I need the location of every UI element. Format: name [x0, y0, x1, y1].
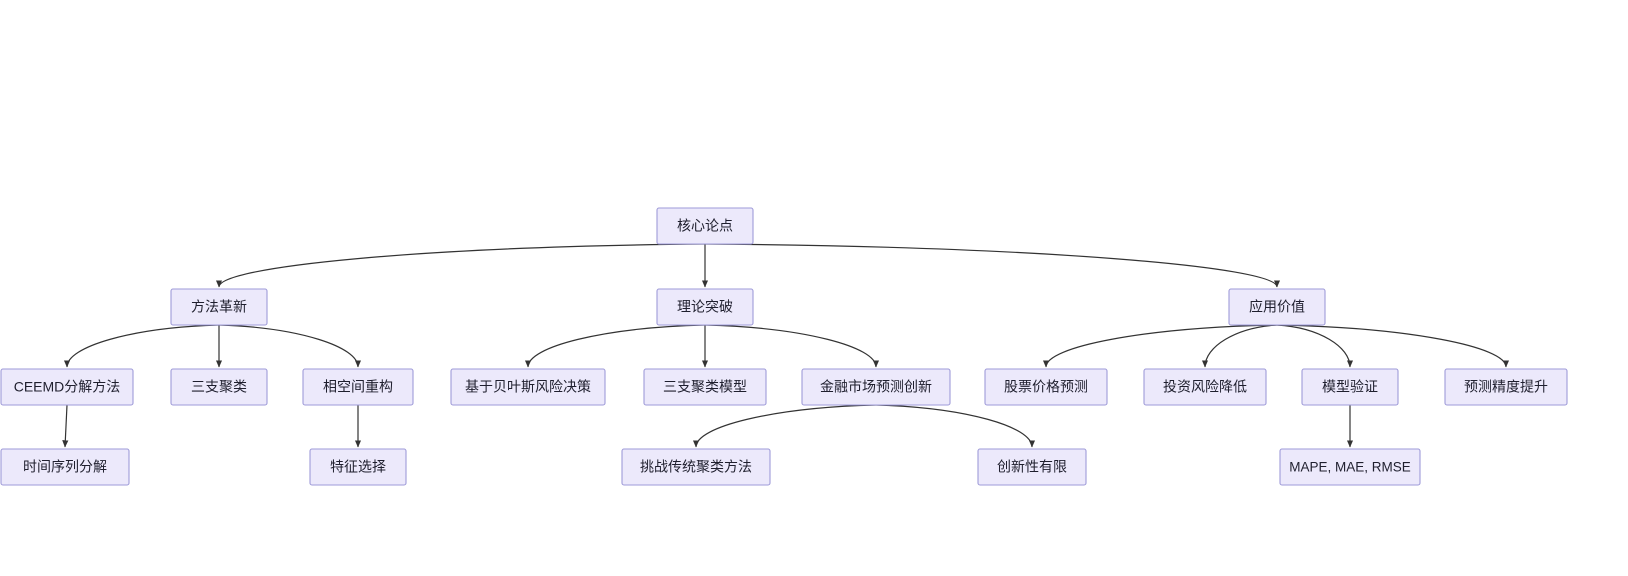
node-box[interactable]	[656, 288, 754, 326]
edge-l1a-to-l2c	[218, 324, 362, 368]
node-l2d[interactable]: 基于贝叶斯风险决策	[450, 368, 606, 406]
node-l2c[interactable]: 相空间重构	[302, 368, 414, 406]
node-box[interactable]	[1279, 448, 1421, 486]
node-box[interactable]	[801, 368, 951, 406]
node-box[interactable]	[621, 448, 771, 486]
node-box[interactable]	[643, 368, 767, 406]
node-l2i[interactable]: 模型验证	[1301, 368, 1399, 406]
node-l2b[interactable]: 三支聚类	[170, 368, 268, 406]
node-label: 基于贝叶斯风险决策	[465, 379, 591, 395]
edge-l2f-to-l3c	[692, 404, 877, 448]
edge-l2f-to-l3d	[875, 404, 1036, 448]
node-box[interactable]	[0, 368, 134, 406]
node-l3b[interactable]: 特征选择	[309, 448, 407, 486]
node-label: 应用价值	[1249, 299, 1305, 315]
node-label: 模型验证	[1322, 379, 1378, 395]
node-l3d[interactable]: 创新性有限	[977, 448, 1087, 486]
node-l3e[interactable]: MAPE, MAE, RMSE	[1279, 448, 1421, 486]
node-box[interactable]	[0, 448, 130, 486]
node-box[interactable]	[656, 207, 754, 245]
edge-l1a-to-l2a	[63, 324, 220, 368]
node-label: 相空间重构	[323, 379, 393, 395]
edge-layer	[62, 243, 1510, 448]
node-label: 创新性有限	[997, 459, 1067, 475]
node-box[interactable]	[1228, 288, 1326, 326]
edge-l1c-to-l2g	[1042, 324, 1278, 368]
node-box[interactable]	[170, 288, 268, 326]
node-label: 金融市场预测创新	[820, 379, 932, 395]
node-label: 特征选择	[330, 459, 386, 475]
edge-l1b-to-l2d	[524, 324, 706, 368]
node-l3c[interactable]: 挑战传统聚类方法	[621, 448, 771, 486]
node-l2h[interactable]: 投资风险降低	[1143, 368, 1267, 406]
node-l2g[interactable]: 股票价格预测	[984, 368, 1108, 406]
node-box[interactable]	[302, 368, 414, 406]
node-l1c[interactable]: 应用价值	[1228, 288, 1326, 326]
node-label: 时间序列分解	[23, 459, 107, 475]
node-label: MAPE, MAE, RMSE	[1289, 460, 1411, 475]
node-label: 核心论点	[677, 218, 733, 234]
node-box[interactable]	[1143, 368, 1267, 406]
node-label: 三支聚类模型	[663, 379, 747, 395]
node-l2a[interactable]: CEEMD分解方法	[0, 368, 134, 406]
node-box[interactable]	[309, 448, 407, 486]
node-label: CEEMD分解方法	[14, 379, 121, 395]
node-root[interactable]: 核心论点	[656, 207, 754, 245]
node-box[interactable]	[977, 448, 1087, 486]
node-l2f[interactable]: 金融市场预测创新	[801, 368, 951, 406]
node-label: 股票价格预测	[1004, 379, 1088, 395]
node-l1b[interactable]: 理论突破	[656, 288, 754, 326]
node-box[interactable]	[1301, 368, 1399, 406]
node-l1a[interactable]: 方法革新	[170, 288, 268, 326]
edge-l2a-to-l3a	[62, 404, 69, 448]
node-box[interactable]	[170, 368, 268, 406]
node-l2e[interactable]: 三支聚类模型	[643, 368, 767, 406]
node-label: 预测精度提升	[1464, 379, 1548, 395]
node-label: 理论突破	[677, 299, 733, 315]
edge-l1c-to-l2i	[1276, 324, 1354, 368]
node-l2j[interactable]: 预测精度提升	[1444, 368, 1568, 406]
edge-root-to-l1c	[704, 243, 1281, 288]
node-label: 投资风险降低	[1163, 379, 1247, 395]
node-label: 三支聚类	[191, 379, 247, 395]
edge-l1b-to-l2f	[704, 324, 880, 368]
node-l3a[interactable]: 时间序列分解	[0, 448, 130, 486]
node-box[interactable]	[984, 368, 1108, 406]
edge-l1c-to-l2j	[1276, 324, 1510, 368]
node-box[interactable]	[450, 368, 606, 406]
node-label: 挑战传统聚类方法	[640, 459, 752, 475]
edge-root-to-l1a	[215, 243, 706, 288]
node-label: 方法革新	[191, 299, 247, 315]
edge-l1c-to-l2h	[1201, 324, 1278, 368]
node-box[interactable]	[1444, 368, 1568, 406]
